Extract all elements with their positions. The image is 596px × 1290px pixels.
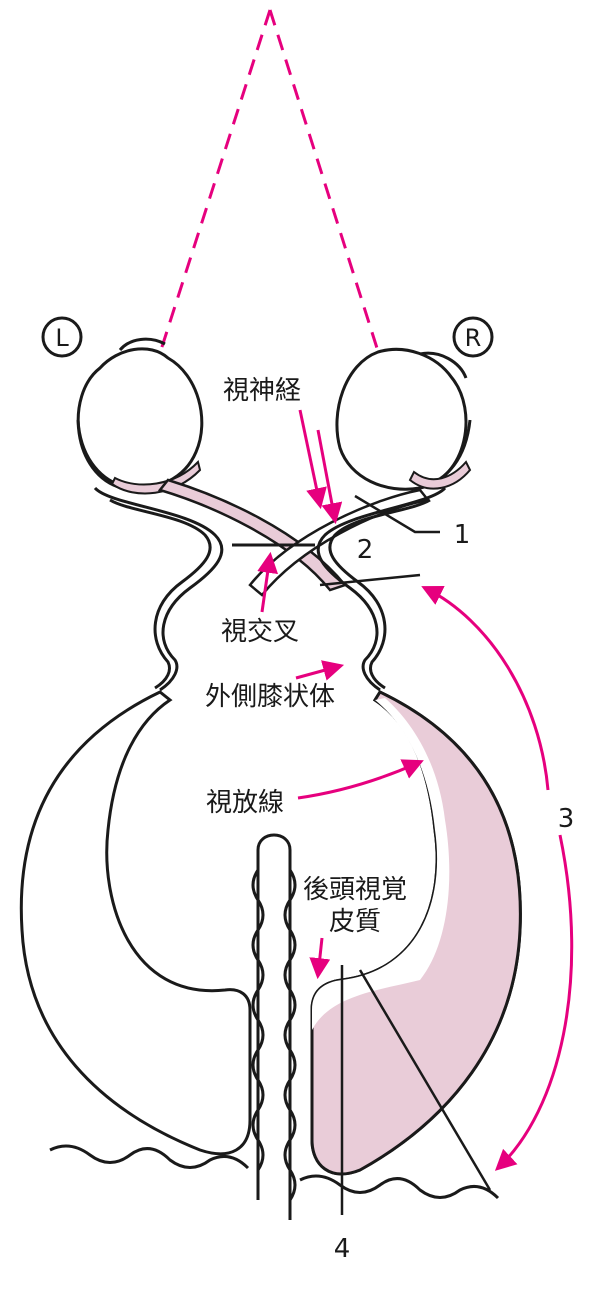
left-eye-marker: L [43, 318, 81, 356]
left-hemisphere [21, 692, 250, 1154]
visual-cortex-label-line2: 皮質 [329, 907, 381, 937]
lgn-label: 外側膝状体 [205, 682, 335, 712]
number-2: 2 [357, 535, 374, 565]
left-eye-label: L [55, 324, 69, 352]
number-4: 4 [334, 1234, 351, 1264]
visual-cortex-label-line1: 後頭視覚 [303, 875, 407, 905]
optic-radiation-label: 視放線 [206, 788, 284, 818]
number-1: 1 [454, 520, 471, 550]
left-eyeball [78, 339, 202, 488]
optic-chiasm-label: 視交叉 [221, 617, 299, 647]
optic-nerve-label: 視神経 [223, 376, 301, 406]
right-eye-marker: R [454, 318, 492, 356]
right-eye-label: R [465, 324, 482, 352]
number-3: 3 [558, 804, 575, 834]
right-eyeball [337, 349, 470, 489]
